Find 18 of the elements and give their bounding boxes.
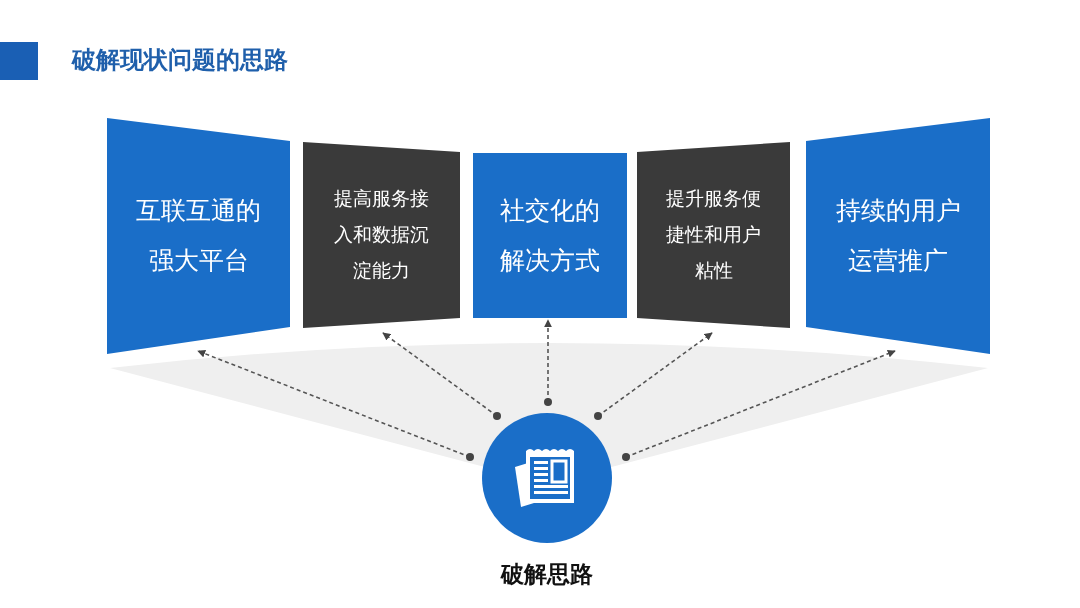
trapezoid-panel [473,153,627,318]
panel-text: 提高服务接入和数据沉淀能力 [333,186,430,284]
trapezoid-panel [107,118,290,354]
panel-text: 持续的用户运营推广 [834,195,962,277]
node-caption: 破解思路 [499,560,594,589]
trapezoid-panel [806,118,990,354]
dashed-arrow [594,332,713,420]
trapezoid-panel [303,142,460,328]
panel-text: 提升服务便捷性和用户粘性 [665,186,762,284]
dashed-arrow [622,349,896,461]
trapezoid-panel [637,142,790,328]
panel-text: 互联互通的强大平台 [135,195,262,277]
dashed-arrow [382,332,501,420]
panel-text: 社交化的解决方式 [499,194,601,277]
slide-title: 破解现状问题的思路 [72,45,288,76]
dashed-arrow [197,349,474,461]
dashed-arrow [544,319,552,406]
circle-node [482,413,612,543]
